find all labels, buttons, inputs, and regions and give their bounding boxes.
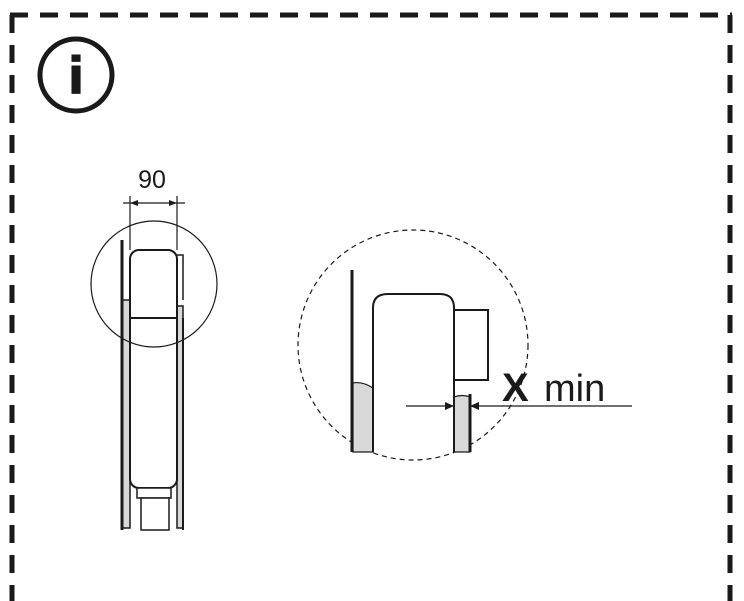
dashed-frame <box>9 12 733 601</box>
info-icon-letter: i <box>67 47 85 107</box>
clearance-label: X min <box>502 366 605 410</box>
overview-drawing <box>90 220 218 531</box>
dimension-90: 90 <box>123 166 185 250</box>
dimension-label: 90 <box>138 166 166 194</box>
info-icon: i <box>37 36 115 114</box>
clearance-suffix: min <box>544 368 605 410</box>
detail-drawing <box>297 229 632 461</box>
clearance-symbol: X <box>502 366 529 410</box>
